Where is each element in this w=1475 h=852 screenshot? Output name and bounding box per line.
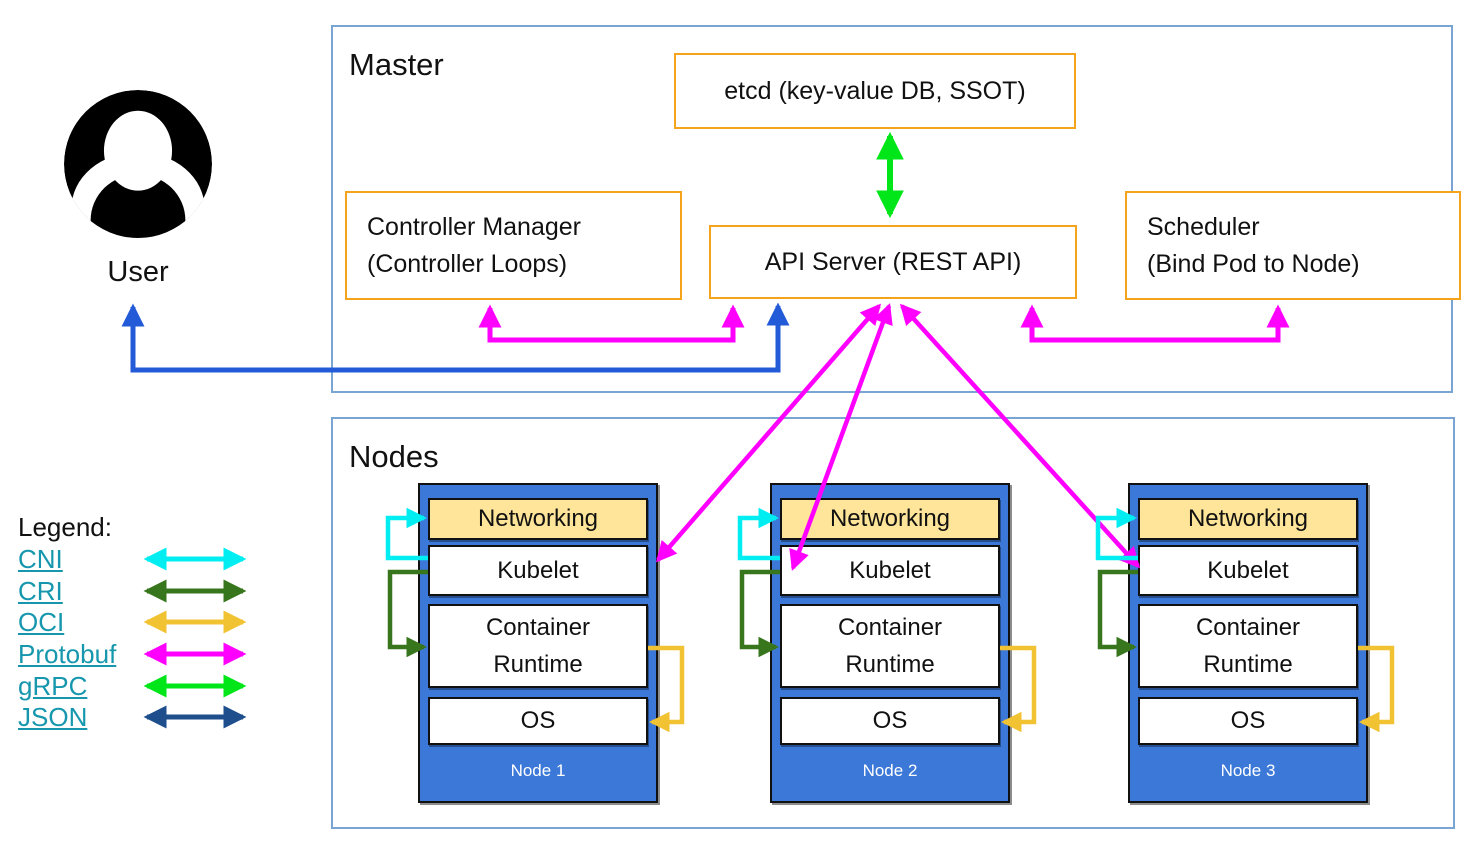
nodes-title: Nodes	[349, 439, 439, 474]
kubelet-label: Kubelet	[849, 556, 931, 584]
networking-label: Networking	[829, 505, 951, 532]
kubelet-label: Kubelet	[1207, 556, 1289, 584]
controller-manager-sublabel: (Controller Loops)	[367, 249, 568, 278]
node-2-os-box: OS	[780, 697, 1000, 745]
api-server-box: API Server (REST API)	[709, 225, 1077, 299]
node-1-os-box: OS	[428, 697, 648, 745]
node-2-name: Node 2	[862, 761, 918, 780]
container-runtime-label: Container Runtime	[1195, 614, 1301, 678]
scheduler-label: Scheduler	[1147, 212, 1260, 241]
node-2-networking-box: Networking	[780, 498, 1000, 540]
os-label: OS	[520, 707, 556, 734]
node-1-container-runtime-box: Container Runtime	[428, 604, 648, 688]
node-3-os-box: OS	[1138, 697, 1358, 745]
user-icon	[64, 90, 212, 238]
node-3-name: Node 3	[1220, 761, 1276, 780]
master-panel: Master etcd (key-value DB, SSOT) Control…	[331, 25, 1461, 393]
legend-title: Legend:	[18, 512, 112, 542]
legend-link-cri[interactable]: CRI	[18, 576, 63, 606]
legend-link-oci[interactable]: OCI	[18, 607, 65, 637]
node-3-container-runtime-box: Container Runtime	[1138, 604, 1358, 688]
master-title: Master	[349, 47, 444, 82]
node-1-kubelet-box: Kubelet	[428, 545, 648, 596]
node-3-card: Networking Kubelet Container Runtime OS …	[1128, 483, 1368, 803]
container-runtime-label: Container Runtime	[485, 614, 591, 678]
legend-link-grpc[interactable]: gRPC	[18, 671, 88, 701]
etcd-box: etcd (key-value DB, SSOT)	[674, 53, 1076, 129]
os-label: OS	[1230, 707, 1266, 734]
legend-link-protobuf[interactable]: Protobuf	[18, 639, 117, 669]
node-1-card: Networking Kubelet Container Runtime OS …	[418, 483, 658, 803]
os-label: OS	[872, 707, 908, 734]
node-2-container-runtime-box: Container Runtime	[780, 604, 1000, 688]
container-runtime-label: Container Runtime	[837, 614, 943, 678]
nodes-panel: Nodes Networking Kubelet Container Runti…	[331, 417, 1455, 829]
node-3-kubelet-box: Kubelet	[1138, 545, 1358, 596]
kubelet-label: Kubelet	[497, 556, 579, 584]
node-2-card: Networking Kubelet Container Runtime OS …	[770, 483, 1010, 803]
api-server-label: API Server (REST API)	[764, 247, 1022, 276]
networking-label: Networking	[477, 505, 599, 532]
user-label: User	[107, 256, 169, 288]
node-2-kubelet-box: Kubelet	[780, 545, 1000, 596]
controller-manager-box: Controller Manager (Controller Loops)	[345, 191, 682, 300]
scheduler-box: Scheduler (Bind Pod to Node)	[1125, 191, 1461, 300]
controller-manager-label: Controller Manager	[367, 212, 581, 241]
legend-link-json[interactable]: JSON	[18, 702, 88, 732]
etcd-label: etcd (key-value DB, SSOT)	[724, 76, 1026, 105]
scheduler-sublabel: (Bind Pod to Node)	[1147, 249, 1360, 278]
networking-label: Networking	[1187, 505, 1309, 532]
node-3-networking-box: Networking	[1138, 498, 1358, 540]
node-1-networking-box: Networking	[428, 498, 648, 540]
legend-link-cni[interactable]: CNI	[18, 544, 63, 574]
node-1-name: Node 1	[510, 761, 566, 780]
